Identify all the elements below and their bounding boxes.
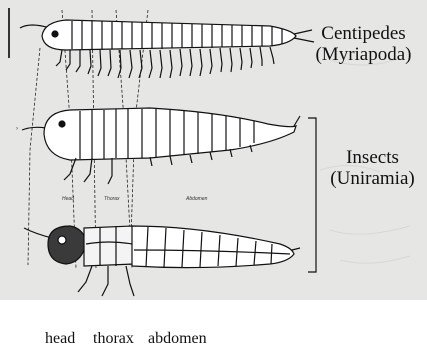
- uniramia-subtitle: (Uniramia): [318, 169, 427, 190]
- insect-bottom-drawing: [24, 226, 300, 296]
- tiny-label-abdomen: Abdomen: [186, 196, 207, 202]
- centipedes-label: Centipedes (Myriapoda): [300, 24, 427, 66]
- insect-middle-drawing: [22, 108, 300, 184]
- myriapoda-subtitle: (Myriapoda): [300, 45, 427, 66]
- tiny-label-head: Head: [62, 196, 74, 202]
- scan-mark: ›: [16, 126, 18, 132]
- insects-title: Insects: [318, 148, 427, 169]
- insects-label: Insects (Uniramia): [318, 148, 427, 190]
- insects-bracket: [308, 118, 316, 272]
- caption-thorax: thorax: [93, 330, 134, 348]
- caption-abdomen: abdomen: [148, 330, 207, 348]
- centipede-drawing: [20, 20, 314, 78]
- tiny-label-thorax: Thorax: [104, 196, 120, 202]
- centipedes-title: Centipedes: [300, 24, 427, 45]
- caption-head: head: [45, 330, 75, 348]
- diagram-figure: ›: [0, 0, 427, 300]
